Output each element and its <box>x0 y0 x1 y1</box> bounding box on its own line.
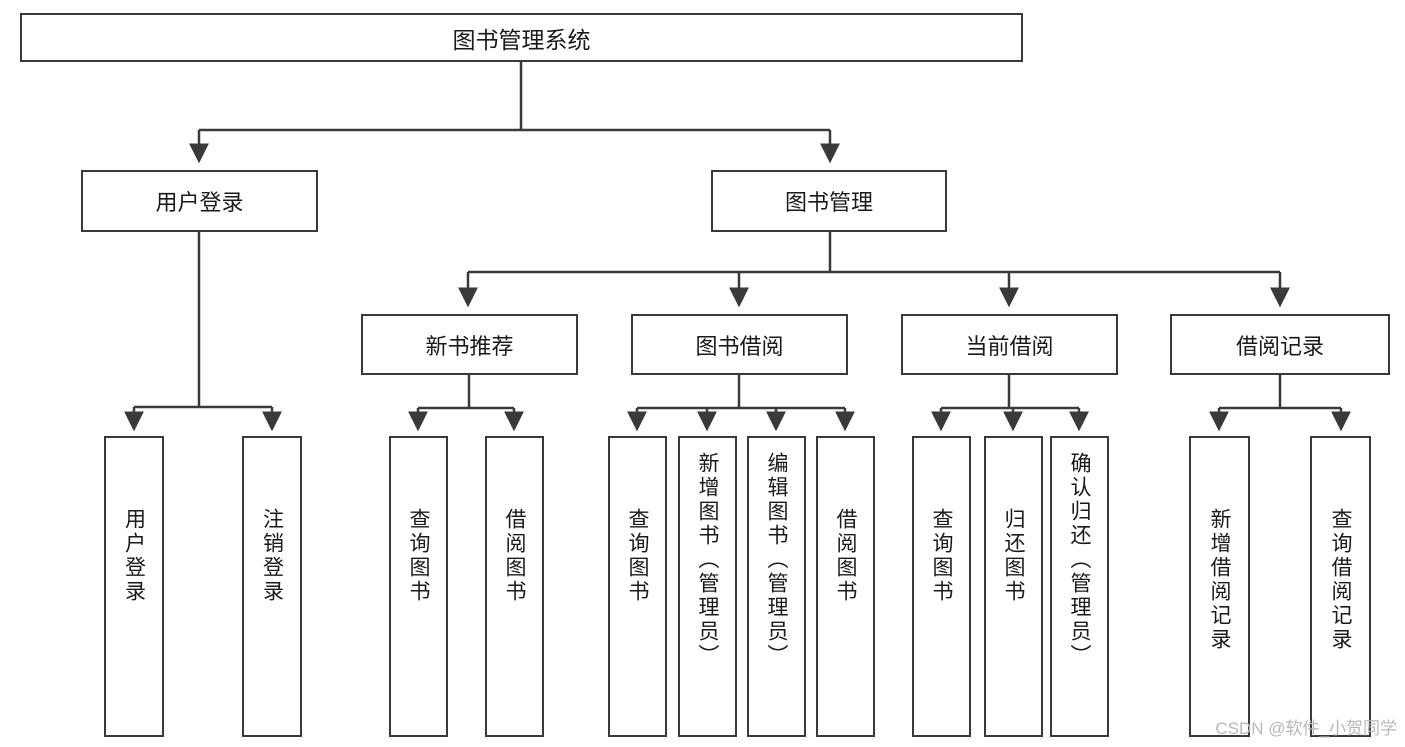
node-root-label: 图书管理系统 <box>452 26 591 53</box>
node-book-borrow[interactable]: 图书借阅 <box>631 314 848 375</box>
leaf-user-login-label: 用户登录 <box>122 508 146 604</box>
leaf-edit-book-admin-label: 编辑图书（管理员） <box>765 452 788 668</box>
node-root[interactable]: 图书管理系统 <box>20 13 1023 62</box>
leaf-return-book[interactable]: 归还图书 <box>984 436 1043 737</box>
leaf-borrow-book-recommend-label: 借阅图书 <box>503 508 526 604</box>
node-current-borrow-label: 当前借阅 <box>965 333 1054 359</box>
leaf-confirm-return-admin-label: 确认归还（管理员） <box>1068 452 1091 668</box>
leaf-confirm-return-admin[interactable]: 确认归还（管理员） <box>1050 436 1109 737</box>
leaf-logout-label: 注销登录 <box>260 508 284 604</box>
leaf-add-book-admin-label: 新增图书（管理员） <box>696 452 719 668</box>
leaf-query-borrow-record-label: 查询借阅记录 <box>1329 508 1352 652</box>
leaf-query-book-recommend[interactable]: 查询图书 <box>389 436 448 737</box>
leaf-query-borrow-record[interactable]: 查询借阅记录 <box>1310 436 1371 737</box>
leaf-add-borrow-record[interactable]: 新增借阅记录 <box>1189 436 1250 737</box>
node-borrow-record-label: 借阅记录 <box>1235 333 1324 359</box>
leaf-query-book-recommend-label: 查询图书 <box>407 508 430 604</box>
node-book-management[interactable]: 图书管理 <box>711 170 947 232</box>
node-user-login-label: 用户登录 <box>155 190 244 215</box>
leaf-return-book-label: 归还图书 <box>1002 508 1025 604</box>
leaf-query-book-borrow[interactable]: 查询图书 <box>608 436 667 737</box>
leaf-add-book-admin[interactable]: 新增图书（管理员） <box>678 436 737 737</box>
node-new-book-recommend-label: 新书推荐 <box>425 333 514 359</box>
leaf-add-borrow-record-label: 新增借阅记录 <box>1208 508 1231 652</box>
node-book-borrow-label: 图书借阅 <box>695 333 784 359</box>
node-new-book-recommend[interactable]: 新书推荐 <box>361 314 578 375</box>
node-book-management-label: 图书管理 <box>784 190 873 215</box>
leaf-query-book-borrow-label: 查询图书 <box>626 508 649 604</box>
leaf-edit-book-admin[interactable]: 编辑图书（管理员） <box>747 436 806 737</box>
node-borrow-record[interactable]: 借阅记录 <box>1170 314 1390 375</box>
watermark: CSDN @软件_小贺同学 <box>1215 719 1397 738</box>
leaf-query-book-current[interactable]: 查询图书 <box>912 436 971 737</box>
leaf-borrow-book-label: 借阅图书 <box>834 508 857 604</box>
leaf-borrow-book-recommend[interactable]: 借阅图书 <box>485 436 544 737</box>
node-current-borrow[interactable]: 当前借阅 <box>901 314 1118 375</box>
leaf-borrow-book[interactable]: 借阅图书 <box>816 436 875 737</box>
leaf-logout[interactable]: 注销登录 <box>242 436 302 737</box>
leaf-user-login[interactable]: 用户登录 <box>104 436 164 737</box>
node-user-login[interactable]: 用户登录 <box>81 170 318 232</box>
leaf-query-book-current-label: 查询图书 <box>930 508 953 604</box>
